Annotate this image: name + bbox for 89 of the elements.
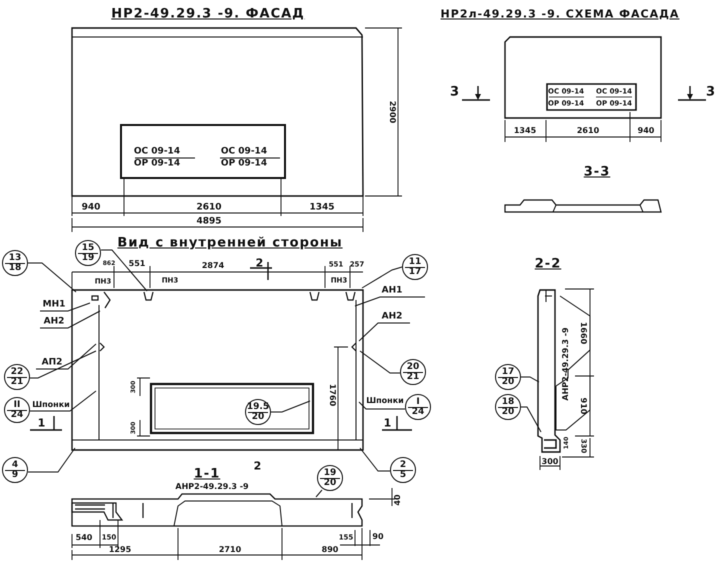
part-label: АН1 xyxy=(382,286,402,296)
leader-line xyxy=(358,402,406,410)
view-title: НР2-49.29.3 -9. ФАСАД xyxy=(111,8,305,20)
callout-circle xyxy=(4,364,30,390)
leader-line xyxy=(358,322,410,342)
callout-number: 17 xyxy=(500,368,516,376)
dimension-value: 300 xyxy=(542,458,558,466)
callout-number: 4 xyxy=(10,460,20,470)
callout-number: 13 xyxy=(8,254,22,262)
callout-number: 19.5 xyxy=(246,402,270,412)
panel-mark: АНР2-49.29.3 -9 xyxy=(562,327,570,401)
section-mark: 1 xyxy=(38,418,46,428)
dimension-value: 40 xyxy=(394,494,402,506)
window-mark: ОР 09-14 xyxy=(134,160,180,168)
section-mark: 3 xyxy=(450,86,460,98)
callout-circle xyxy=(75,240,101,266)
panel-inner-view-drawing xyxy=(71,289,364,451)
leader-line xyxy=(520,376,540,382)
window-mark: ОС 09-14 xyxy=(220,148,268,156)
section-title: 1-1 xyxy=(194,468,220,480)
leader-line xyxy=(40,302,90,312)
dimension-value: 551 xyxy=(128,260,146,268)
dimension-value: 90 xyxy=(372,533,384,541)
view-title: НР2л-49.29.3 -9. СХЕМА ФАСАДА xyxy=(440,8,680,20)
callout-number: 15 xyxy=(80,244,96,252)
leader-line xyxy=(40,310,100,328)
dimension-value: 1345 xyxy=(514,127,536,135)
dimension-value: 1295 xyxy=(108,546,132,554)
callout-circle xyxy=(495,364,521,390)
section-mark: 1 xyxy=(384,418,392,428)
callout-circle xyxy=(400,359,426,385)
dimension-value: 4895 xyxy=(196,218,222,226)
leader-line xyxy=(316,490,322,498)
dimension-value: 2610 xyxy=(196,204,222,212)
part-label: АН2 xyxy=(44,318,64,326)
section-title: 3-3 xyxy=(584,166,610,178)
window-mark: ОС 09-14 xyxy=(134,148,180,156)
section-mark: 2 xyxy=(256,258,264,268)
callout-number: I xyxy=(415,398,421,406)
section-mark: 2 xyxy=(254,460,262,472)
part-label: МН1 xyxy=(42,300,66,310)
dimension-value: 910 xyxy=(579,398,587,414)
part-label: Шпонки xyxy=(366,397,404,405)
window-mark: ОР 09-14 xyxy=(220,160,268,168)
dimension-value: 2874 xyxy=(202,262,224,270)
dimension-value: 540 xyxy=(76,534,92,542)
callout-circle xyxy=(390,457,416,483)
view-title: Вид с внутренней стороны xyxy=(117,236,343,250)
callout-number: 11 xyxy=(408,258,422,266)
leader-line xyxy=(28,448,76,472)
section-drawing xyxy=(71,493,363,527)
callout-circle xyxy=(317,465,343,491)
leader-line xyxy=(30,390,96,412)
leader-line xyxy=(28,262,76,292)
section-title: 2-2 xyxy=(534,258,562,270)
callout-circle xyxy=(2,457,28,483)
callout-number: II xyxy=(12,400,22,410)
callout-number: 2 xyxy=(398,460,408,470)
leader-line xyxy=(354,296,426,306)
dimension-value: 1760 xyxy=(328,384,336,406)
section-drawing xyxy=(537,289,590,453)
leader-line xyxy=(30,350,96,378)
leader-line xyxy=(360,350,400,374)
part-label: АН2 xyxy=(382,312,402,322)
dimension-value: 2610 xyxy=(576,127,600,135)
callout-circle xyxy=(2,250,28,276)
panel-mark: АНР2-49.29.3 -9 xyxy=(175,483,249,491)
dimension-value: 940 xyxy=(82,204,100,212)
leader-line xyxy=(270,400,310,412)
part-label: Шпонки xyxy=(32,401,70,409)
leader-line xyxy=(36,344,96,370)
callout-number: 19 xyxy=(322,468,338,478)
dimension-value: 1660 xyxy=(579,322,587,344)
leader-line xyxy=(100,250,148,292)
dimension-value: 2900 xyxy=(388,100,396,124)
dimension-value: 2710 xyxy=(218,546,242,554)
part-label: АП2 xyxy=(42,358,62,368)
callout-number: 22 xyxy=(10,368,24,376)
leader-line xyxy=(362,266,402,288)
dimension-value: 940 xyxy=(638,127,654,135)
callout-number: 20 xyxy=(406,362,420,372)
dimension-value: 1345 xyxy=(309,204,335,212)
section-mark: 3 xyxy=(706,86,716,98)
callout-number: 18 xyxy=(500,398,516,406)
dimension-value: 890 xyxy=(322,546,338,554)
leader-line xyxy=(520,406,542,432)
callout-circle xyxy=(402,254,428,280)
leader-line xyxy=(360,448,390,472)
callout-circle xyxy=(495,394,521,420)
